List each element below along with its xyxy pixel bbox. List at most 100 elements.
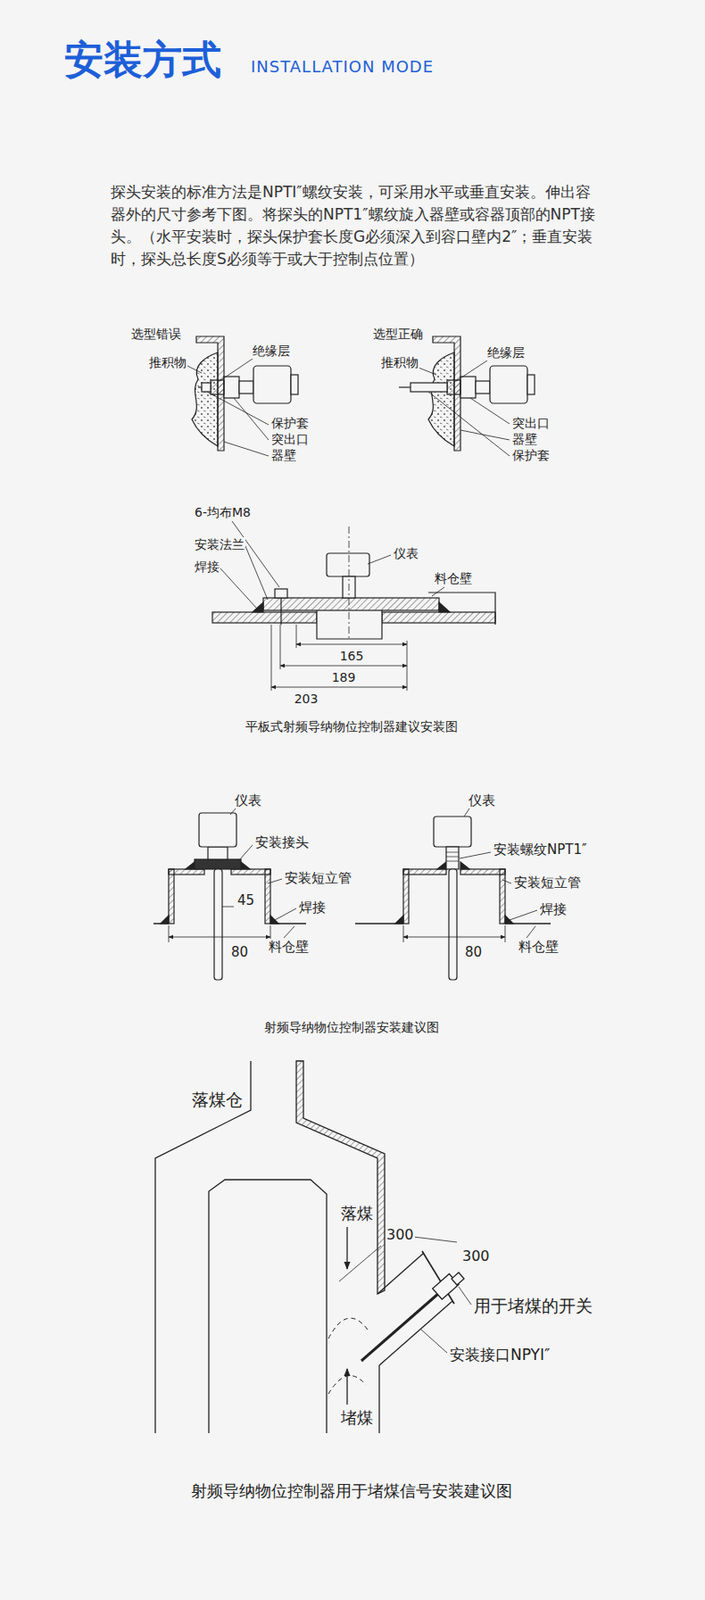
coal-bunker-figure-part: [378, 1365, 380, 1434]
coal-bunker-figure-part: [379, 1301, 453, 1366]
standpipe-thread-figure-part: [448, 869, 457, 980]
standpipe-thread-figure-part: [403, 937, 506, 938]
correct-probe-figure-part: [475, 381, 490, 394]
figure-label: 选型错误: [130, 326, 183, 342]
dimension-label: 300: [461, 1247, 491, 1265]
flange-mount-figure-part: [252, 602, 264, 613]
flange-mount-figure-part: [271, 624, 407, 691]
coal-bunker-figure-part: [377, 1252, 424, 1294]
coal-bunker-figure-part: [155, 1061, 251, 1434]
flange-mount-figure-part: [245, 546, 268, 600]
page-title: 安装方式: [63, 37, 223, 83]
part-label: 器壁: [511, 431, 539, 448]
dimension-label: 203: [293, 691, 320, 707]
correct-probe-figure-part: [527, 374, 535, 395]
standpipe-fitting-figure-part: [168, 869, 175, 924]
part-label: 推积物: [380, 355, 420, 371]
coal-bunker-figure-part: [346, 1227, 348, 1269]
flow-label: 落煤: [340, 1203, 374, 1224]
wrong-probe-figure-part: [219, 358, 253, 382]
standpipe-fitting-figure-part: [240, 862, 250, 870]
wrong-probe-figure-part: [223, 376, 240, 399]
standpipe-fitting-figure-part: [185, 862, 195, 870]
coal-bunker-figure-part: [296, 1061, 385, 1294]
part-label: 料仓壁: [517, 938, 560, 955]
flange-mount-figure-part: [232, 521, 280, 588]
standpipe-thread-figure-part: [499, 869, 506, 924]
flange-mount-figure-part-part: [296, 644, 407, 646]
standpipe-fitting-figure-part: [207, 846, 228, 860]
correct-probe-figure-part: [460, 430, 510, 440]
standpipe-fitting-figure-part: [160, 915, 169, 924]
part-label: 器壁: [270, 447, 298, 464]
part-label: 仪表: [392, 546, 420, 562]
figure-caption: 平板式射频导纳物位控制器建议安装图: [244, 719, 459, 735]
dimension-label: 80: [464, 944, 483, 961]
figure-label: 选型正确: [372, 326, 424, 342]
flange-mount-figure-part: [348, 526, 350, 639]
coal-bunker-figure-part: [328, 1318, 368, 1339]
wrong-probe-figure-part: [201, 382, 211, 392]
figure-caption: 射频导纳物位控制器用于堵煤信号安装建议图: [190, 1481, 514, 1502]
flange-mount-figure-part: [220, 568, 258, 609]
coal-bunker-figure-part: [451, 1272, 465, 1286]
intro-paragraph: 探头安装的标准方法是NPTI″螺纹安装，可采用水平或垂直安装。伸出容器外的尺寸参…: [109, 181, 601, 271]
standpipe-thread-figure-part: [395, 915, 404, 924]
standpipe-fitting-figure-part: [222, 906, 234, 908]
part-label: 仪表: [233, 792, 263, 809]
wrong-probe-figure-part: [207, 391, 269, 425]
part-label: 安装接头: [254, 834, 310, 851]
standpipe-fitting-figure-part: [283, 926, 295, 938]
correct-probe-figure-part: [428, 391, 510, 457]
part-label: 安装法兰: [193, 537, 246, 553]
standpipe-fitting-figure-part: [168, 937, 271, 938]
standpipe-fitting-figure-part: [239, 845, 253, 861]
flange-mount-figure-part-part: [271, 687, 407, 689]
standpipe-thread-figure-part: [460, 862, 470, 870]
flange-mount-figure-part: [326, 553, 370, 577]
standpipe-fitting-figure-part: [274, 908, 297, 921]
part-label: 安装螺纹NPT1″: [492, 841, 589, 858]
dimension-label: 165: [339, 648, 365, 664]
standpipe-fitting-figure-part: [214, 869, 223, 980]
part-label: 保护套: [270, 415, 310, 432]
standpipe-thread-figure-part: [505, 925, 506, 943]
standpipe-thread-figure-part: [403, 869, 409, 924]
part-label: 6-均布M8: [193, 505, 252, 521]
standpipe-fitting-figure-part: [230, 808, 236, 815]
standpipe-thread-figure-part: [502, 879, 512, 884]
standpipe-thread-figure-part: [446, 846, 459, 870]
flange-mount-figure-part: [263, 597, 440, 611]
correct-probe-figure-part: [470, 398, 510, 424]
wrong-probe-figure-part: [187, 365, 202, 374]
dimension-label: 189: [331, 670, 357, 686]
flange-mount-figure-part: [212, 612, 317, 623]
part-label: 绝缘层: [251, 343, 291, 359]
wrong-probe-figure-part: [210, 380, 224, 395]
standpipe-fitting-figure-part: [265, 869, 271, 924]
coal-bunker-figure-part: [328, 1376, 366, 1394]
standpipe-fitting-figure-part: [194, 859, 241, 870]
correct-probe-figure-part: [398, 386, 411, 388]
standpipe-thread-figure-part: [437, 862, 447, 870]
correct-probe-figure-part: [447, 380, 461, 395]
standpipe-thread-figure-part: [459, 852, 491, 859]
coal-bunker-figure-part: [208, 1179, 327, 1434]
standpipe-thread-figure-part: [509, 910, 538, 921]
coal-bunker-figure-part: [421, 1329, 448, 1353]
flange-mount-figure-part-part: [280, 665, 407, 667]
part-label: 绝缘层: [486, 345, 526, 361]
standpipe-fitting-figure-part: [168, 869, 205, 875]
flange-mount-figure-part: [316, 610, 382, 639]
standpipe-fitting-figure-part: [199, 812, 237, 847]
correct-probe-figure-part: [410, 382, 448, 392]
wrong-probe-figure-part: [253, 365, 291, 404]
coal-bunker-figure-part: [361, 1293, 440, 1361]
part-label: 料仓壁: [267, 938, 310, 955]
part-label: 焊接: [539, 901, 568, 918]
correct-probe-figure-part: [428, 352, 455, 447]
wrong-probe-figure-part: [191, 352, 218, 447]
flange-mount-figure-part: [274, 588, 288, 598]
standpipe-fitting-figure-part: [153, 922, 307, 925]
